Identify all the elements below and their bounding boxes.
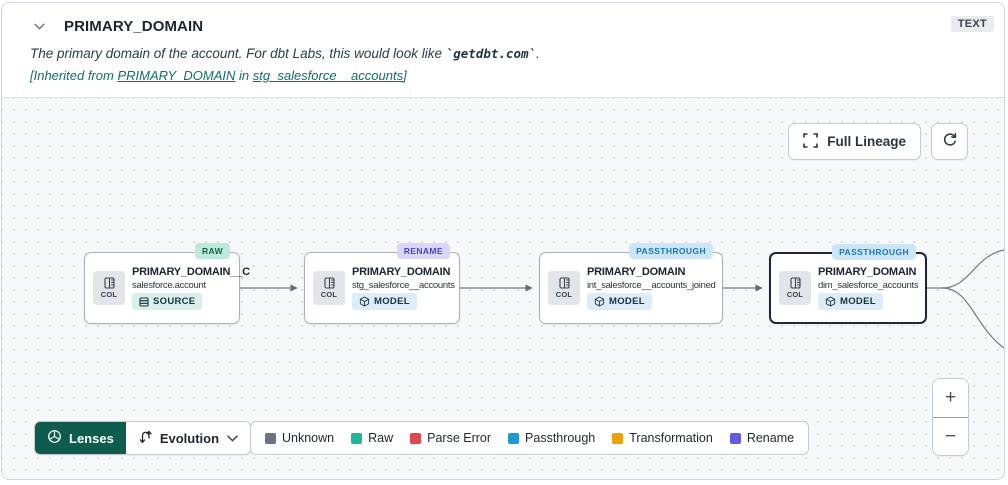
column-title: PRIMARY_DOMAIN	[64, 17, 204, 35]
column-icon: COL	[93, 271, 125, 305]
aperture-icon	[47, 429, 62, 447]
node-model-name: int_salesforce__accounts_joined	[587, 280, 716, 291]
legend-swatch	[729, 432, 741, 444]
evolution-badge: RENAME	[396, 243, 450, 259]
lineage-canvas[interactable]: Full Lineage RAW COL PRIMARY_DOMAIN__C	[2, 97, 1004, 479]
legend-swatch	[351, 432, 363, 444]
refresh-icon	[942, 132, 958, 151]
lineage-node-intermediate[interactable]: PASSTHROUGH COL PRIMARY_DOMAIN int_sales…	[539, 243, 723, 324]
zoom-controls: + −	[932, 378, 969, 456]
inherited-column-link[interactable]: PRIMARY_DOMAIN	[117, 68, 236, 83]
evolution-badge: PASSTHROUGH	[629, 243, 713, 259]
legend-swatch	[612, 432, 624, 444]
collapse-chevron-icon[interactable]	[30, 17, 48, 35]
refresh-button[interactable]	[931, 123, 968, 160]
node-model-name: salesforce.account	[132, 280, 206, 291]
lineage-node-source[interactable]: RAW COL PRIMARY_DOMAIN__C salesforce.acc…	[84, 243, 250, 324]
node-column-name: PRIMARY_DOMAIN__C	[132, 266, 250, 278]
legend-item: Parse Error	[410, 431, 491, 445]
inherited-from-note: [Inherited from PRIMARY_DOMAIN in stg_sa…	[30, 68, 407, 83]
column-icon: COL	[779, 271, 811, 305]
node-column-name: PRIMARY_DOMAIN	[352, 266, 451, 278]
resource-type-badge: MODEL	[352, 293, 417, 310]
evolution-badge: RAW	[194, 243, 230, 259]
legend-swatch	[508, 432, 520, 444]
lens-dropdown[interactable]: Evolution	[125, 422, 251, 454]
column-icon: COL	[548, 271, 580, 305]
legend-swatch	[265, 432, 276, 444]
inherited-model-link[interactable]: stg_salesforce__accounts	[252, 68, 404, 83]
legend-swatch	[410, 432, 422, 444]
lineage-node-dim-selected[interactable]: PASSTHROUGH COL PRIMARY_DOMAIN dim_sales…	[769, 244, 927, 324]
cube-icon	[359, 296, 370, 307]
resource-type-badge: MODEL	[587, 293, 652, 310]
node-model-name: stg_salesforce__accounts	[352, 280, 455, 291]
route-icon	[138, 429, 152, 447]
table-icon	[139, 296, 149, 307]
full-lineage-button[interactable]: Full Lineage	[788, 123, 921, 160]
column-description: The primary domain of the account. For d…	[30, 46, 540, 61]
legend-item: Unknown	[265, 431, 334, 445]
code-snippet: `getdbt.com`	[445, 46, 537, 61]
evolution-legend: Unknown Raw Parse Error Passthrough Tran…	[250, 421, 810, 455]
legend-item: Rename	[729, 431, 794, 445]
legend-item: Transformation	[612, 431, 713, 445]
panel-header: PRIMARY_DOMAIN TEXT The primary domain o…	[2, 3, 1004, 97]
node-column-name: PRIMARY_DOMAIN	[818, 266, 917, 278]
zoom-out-button[interactable]: −	[933, 417, 968, 455]
resource-type-badge: SOURCE	[132, 293, 203, 310]
legend-item: Passthrough	[508, 431, 595, 445]
cube-icon	[825, 296, 836, 307]
cube-icon	[594, 296, 605, 307]
zoom-in-button[interactable]: +	[933, 379, 968, 417]
column-type-badge: TEXT	[950, 16, 994, 32]
expand-icon	[803, 132, 819, 151]
legend-item: Raw	[351, 431, 393, 445]
evolution-badge: PASSTHROUGH	[832, 244, 916, 260]
chevron-down-icon	[227, 434, 238, 442]
node-column-name: PRIMARY_DOMAIN	[587, 266, 686, 278]
lenses-control: Lenses Evolution	[34, 421, 252, 455]
lenses-button[interactable]: Lenses	[35, 422, 126, 454]
column-icon: COL	[313, 271, 345, 305]
resource-type-badge: MODEL	[818, 293, 883, 310]
lineage-node-staging[interactable]: RENAME COL PRIMARY_DOMAIN stg_salesforce…	[304, 243, 460, 324]
node-model-name: dim_salesforce_accounts	[818, 280, 919, 291]
